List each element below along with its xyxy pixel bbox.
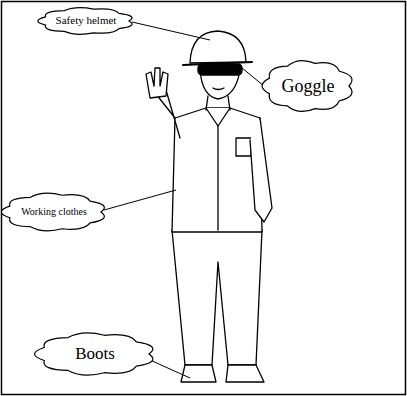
goggles [198, 64, 242, 75]
right-boot [226, 365, 264, 382]
leader-line [104, 190, 176, 210]
collar [206, 108, 230, 126]
callout-label: Goggle [282, 77, 335, 96]
leader-line [132, 22, 210, 40]
left-boot [181, 365, 216, 382]
pocket [236, 138, 251, 156]
cloud-shape [35, 333, 153, 375]
callout-cloud: Working clothes [2, 190, 106, 234]
leader-line [242, 68, 264, 86]
trousers [172, 230, 262, 365]
raised-hand [146, 68, 168, 98]
helmet-dome [190, 31, 246, 63]
right-arm [250, 118, 272, 222]
callout-cloud: Goggle [262, 58, 354, 114]
mouth [213, 88, 224, 90]
button-line [217, 126, 218, 230]
callout-cloud: Boots [36, 330, 154, 378]
leader-line [150, 360, 190, 378]
cloud-shape [38, 8, 132, 35]
callout-label: Working clothes [21, 207, 87, 218]
cloud-shape [262, 61, 352, 112]
callout-label: Safety helmet [56, 15, 117, 27]
callout-cloud: Safety helmet [38, 4, 134, 38]
shirt [172, 108, 262, 232]
cloud-shape [1, 193, 104, 231]
callout-label: Boots [75, 345, 115, 363]
